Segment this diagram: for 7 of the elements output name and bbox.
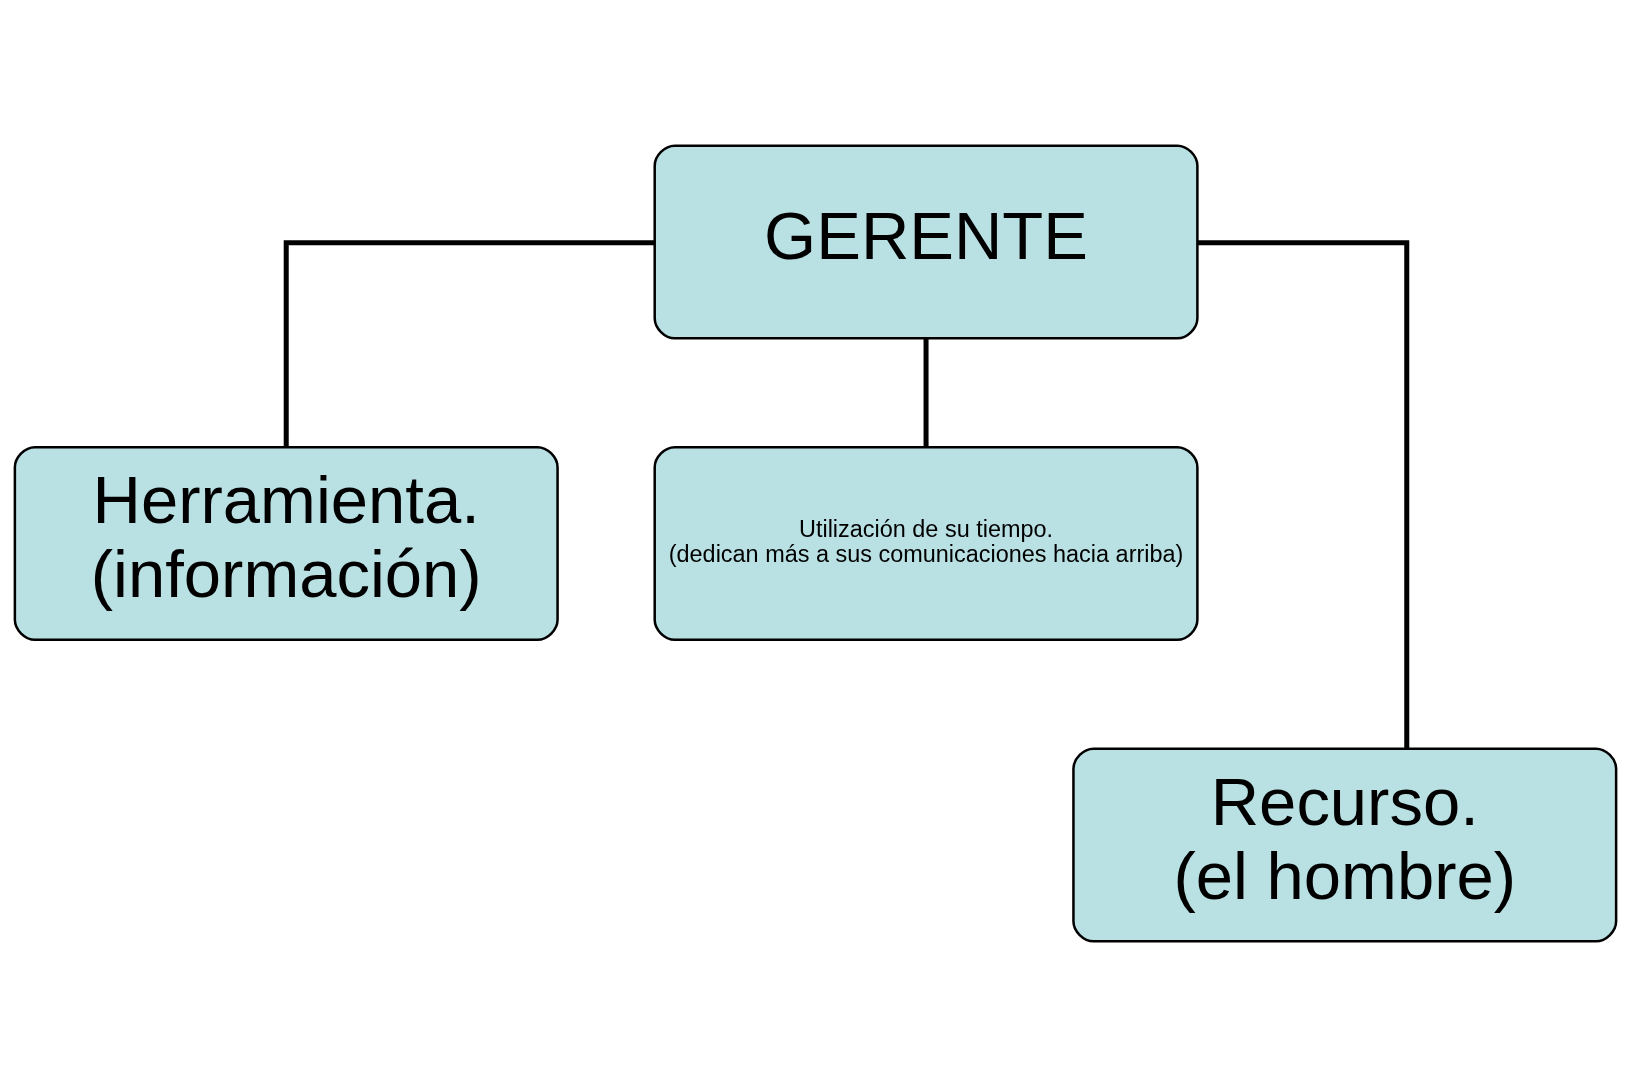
node-box: Utilización de su tiempo. (dedican más a sus comunicaciones hacia arriba) [653,445,1199,642]
node-box: Herramienta. (información) [13,445,559,642]
connector [283,240,655,447]
node-box: Recurso. (el hombre) [1072,747,1618,943]
connector [923,339,929,448]
connector [1198,240,1410,749]
node-box: GERENTE [653,144,1199,340]
